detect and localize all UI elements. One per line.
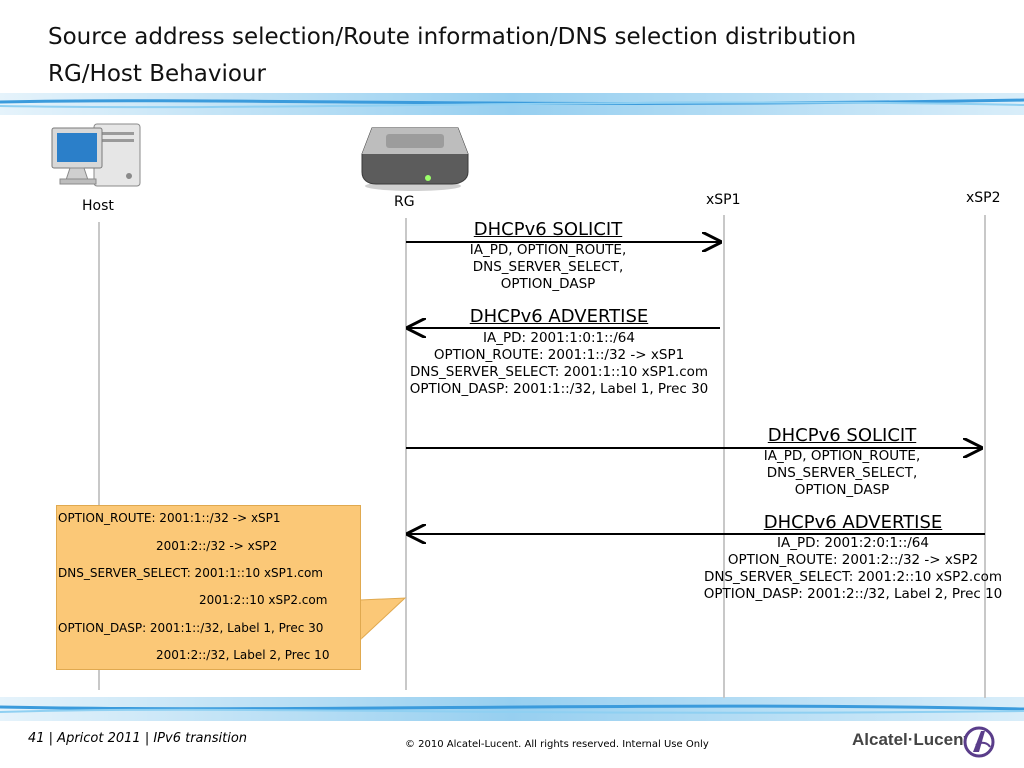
- detail-line: IA_PD: 2001:1:0:1::/64: [483, 330, 635, 346]
- detail-line: OPTION_DASP: [500, 276, 596, 292]
- header-band: [0, 93, 1024, 115]
- callout-line: 2001:2::/32, Label 2, Prec 10: [156, 648, 330, 662]
- msg2-title: DHCPv6 ADVERTISE: [469, 306, 649, 327]
- company-logo-text: Alcatel·Lucent: [852, 730, 970, 749]
- detail-line: OPTION_ROUTE: 2001:2::/32 -> xSP2: [727, 552, 979, 568]
- detail-line: IA_PD: 2001:2:0:1::/64: [777, 535, 929, 551]
- msg4-title: DHCPv6 ADVERTISE: [763, 512, 943, 533]
- detail-line: OPTION_DASP: 2001:2::/32, Label 2, Prec …: [703, 586, 1003, 602]
- footer-band: [0, 697, 1024, 721]
- detail-line: IA_PD, OPTION_ROUTE,: [469, 242, 627, 258]
- slide-title: Source address selection/Route informati…: [48, 24, 857, 50]
- msg4-detail: IA_PD: 2001:2:0:1::/64 OPTION_ROUTE: 200…: [704, 535, 1003, 603]
- callout-line: OPTION_DASP: 2001:1::/32, Label 1, Prec …: [58, 621, 324, 635]
- alcatel-lucent-logo-icon: [963, 726, 995, 758]
- detail-line: DNS_SERVER_SELECT,: [766, 465, 918, 481]
- computer-icon: [51, 123, 141, 187]
- router-icon: [361, 127, 469, 191]
- host-label: Host: [82, 198, 114, 214]
- detail-line: DNS_SERVER_SELECT: 2001:1::10 xSP1.com: [409, 364, 709, 380]
- callout-pointer: [358, 597, 407, 642]
- msg3-detail: IA_PD, OPTION_ROUTE, DNS_SERVER_SELECT, …: [764, 448, 921, 499]
- callout-note: OPTION_ROUTE: 2001:1::/32 -> xSP1 2001:2…: [56, 505, 361, 670]
- footer-copyright: © 2010 Alcatel-Lucent. All rights reserv…: [405, 739, 709, 750]
- msg1-detail: IA_PD, OPTION_ROUTE, DNS_SERVER_SELECT, …: [470, 242, 627, 293]
- detail-line: OPTION_DASP: 2001:1::/32, Label 1, Prec …: [409, 381, 709, 397]
- detail-line: IA_PD, OPTION_ROUTE,: [763, 448, 921, 464]
- footer-slide-info: 41 | Apricot 2011 | IPv6 transition: [28, 731, 248, 746]
- msg1-title: DHCPv6 SOLICIT: [473, 219, 623, 240]
- xsp1-label: xSP1: [706, 192, 741, 208]
- callout-line: DNS_SERVER_SELECT: 2001:1::10 xSP1.com: [58, 566, 323, 580]
- detail-line: OPTION_DASP: [794, 482, 890, 498]
- slide-subtitle: RG/Host Behaviour: [48, 61, 266, 87]
- xsp2-label: xSP2: [966, 190, 1001, 206]
- msg2-detail: IA_PD: 2001:1:0:1::/64 OPTION_ROUTE: 200…: [410, 330, 709, 398]
- rg-label: RG: [394, 194, 415, 210]
- detail-line: OPTION_ROUTE: 2001:1::/32 -> xSP1: [433, 347, 685, 363]
- callout-line: 2001:2::10 xSP2.com: [199, 593, 328, 607]
- detail-line: DNS_SERVER_SELECT,: [472, 259, 624, 275]
- msg3-title: DHCPv6 SOLICIT: [767, 425, 917, 446]
- detail-line: DNS_SERVER_SELECT: 2001:2::10 xSP2.com: [703, 569, 1003, 585]
- callout-line: 2001:2::/32 -> xSP2: [156, 539, 278, 553]
- callout-line: OPTION_ROUTE: 2001:1::/32 -> xSP1: [58, 511, 281, 525]
